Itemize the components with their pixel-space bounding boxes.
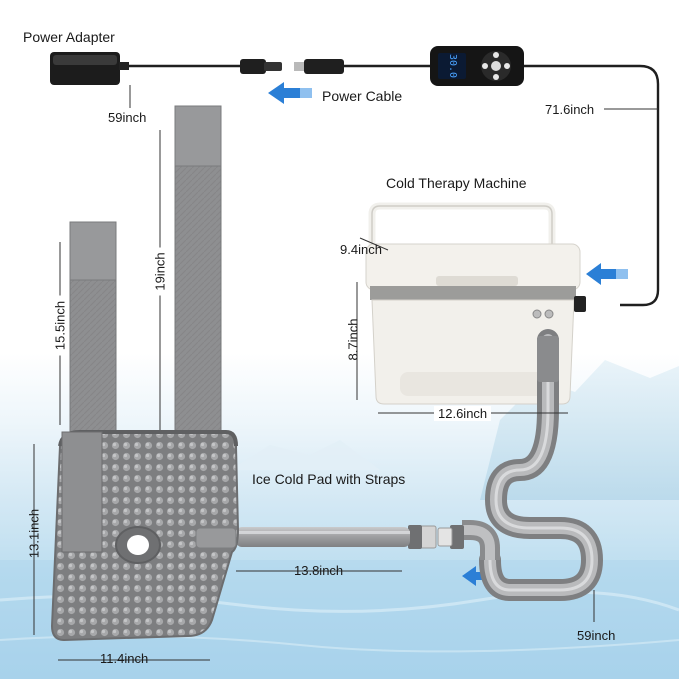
strap-right-length: 19inch [152, 247, 168, 296]
pad-width-label: 11.4inch [100, 651, 149, 666]
power-adapter-label: Power Adapter [23, 29, 115, 45]
machine-height-label: 8.7inch [345, 318, 361, 361]
adapter-cable-length: 59inch [108, 110, 147, 125]
hose-length-label: 13.8inch [294, 563, 344, 578]
quick-connectors [408, 525, 464, 549]
power-cable-wire [127, 64, 660, 307]
power-cable-arrow [268, 82, 312, 104]
tube-length-label: 59inch [577, 628, 616, 643]
pad-title: Ice Cold Pad with Straps [252, 471, 406, 487]
machine-cable-length: 71.6inch [545, 102, 595, 117]
machine-depth-label: 9.4inch [340, 242, 382, 257]
cooling-tube [462, 329, 604, 601]
controller-display: 30.0 [447, 54, 458, 79]
power-adapter [50, 52, 129, 85]
controller-unit [430, 46, 524, 86]
machine-inlet-arrow [586, 263, 628, 285]
machine-title: Cold Therapy Machine [386, 175, 527, 191]
pad-height-label: 13.1inch [26, 508, 42, 559]
ice-cold-pad [50, 430, 240, 642]
pad-straps [69, 105, 222, 437]
machine-width-label: 12.6inch [434, 406, 492, 421]
cold-therapy-machine [365, 202, 586, 405]
strap-left-length: 15.5inch [52, 295, 68, 356]
power-cable-label: Power Cable [322, 88, 403, 104]
pad-hose [236, 527, 410, 547]
dc-connectors [240, 59, 344, 74]
